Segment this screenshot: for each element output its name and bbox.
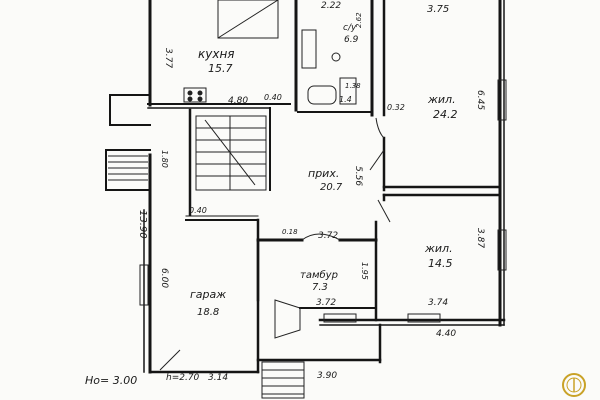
dim-kitchen-bottom: 4.80 (228, 96, 248, 106)
windows (139, 79, 507, 323)
dim-372: 3.72 (318, 231, 338, 241)
dim-kitchen-top: 2.22 (321, 1, 341, 11)
doors (159, 117, 391, 371)
bathroom-fixtures (301, 29, 357, 105)
dim-bath-138: 1.38 (345, 82, 361, 90)
ceiling-height: Hо= 3.00 (85, 374, 137, 387)
dim-h270: h=2.70 (166, 373, 200, 383)
room-living-bottom-name: жил. (424, 242, 453, 255)
dim-040: 0.40 (264, 93, 282, 102)
room-bathroom-area: 6.9 (344, 35, 359, 45)
walls (105, 0, 506, 374)
room-bathroom-name: с/у (343, 23, 357, 33)
dim-overall: 13.90 (137, 210, 148, 239)
dim-600: 6.00 (159, 268, 169, 288)
room-kitchen-name: кухня (198, 47, 235, 61)
room-garage-name: гараж (190, 288, 226, 301)
dim-387: 3.87 (475, 228, 485, 248)
dim-032: 0.32 (387, 103, 405, 112)
dim-bath-14: 1.4 (339, 95, 352, 104)
room-kitchen-area: 15.7 (208, 62, 233, 75)
room-living-bottom-area: 14.5 (428, 257, 453, 270)
dim-b390: 3.90 (317, 371, 337, 381)
dim-top-right: 3.75 (427, 4, 449, 15)
dim-018: 0.18 (282, 228, 298, 236)
dim-b440: 4.40 (436, 329, 456, 339)
dim-b372: 3.72 (316, 298, 336, 308)
dim-195: 1.95 (360, 262, 369, 280)
staircase (195, 115, 267, 191)
room-living-top-area: 24.2 (433, 108, 458, 121)
side-steps (108, 155, 148, 181)
dim-kitchen-side: 3.77 (163, 48, 173, 68)
room-hall-name: прих. (308, 167, 339, 180)
dim-040b: 0.40 (189, 206, 207, 215)
dim-g314: 3.14 (208, 373, 228, 383)
room-vestibule-area: 7.3 (312, 282, 328, 293)
dim-b374: 3.74 (428, 298, 448, 308)
dim-556: 5.56 (353, 166, 363, 186)
room-hall-area: 20.7 (320, 182, 343, 193)
dim-645: 6.45 (475, 90, 485, 110)
stamp-logo (562, 373, 586, 397)
room-vestibule-name: тамбур (300, 269, 338, 281)
dim-bathroom: 2.62 (355, 12, 363, 28)
entrance-steps (261, 361, 305, 399)
room-garage-area: 18.8 (197, 307, 219, 318)
room-living-top-name: жил. (427, 93, 456, 106)
labels: 2.22 3.75 кухня 15.7 3.77 с/у 6.9 2.62 1… (85, 1, 485, 387)
kitchen-fixtures (183, 0, 279, 103)
dim-180: 1.80 (160, 150, 169, 168)
